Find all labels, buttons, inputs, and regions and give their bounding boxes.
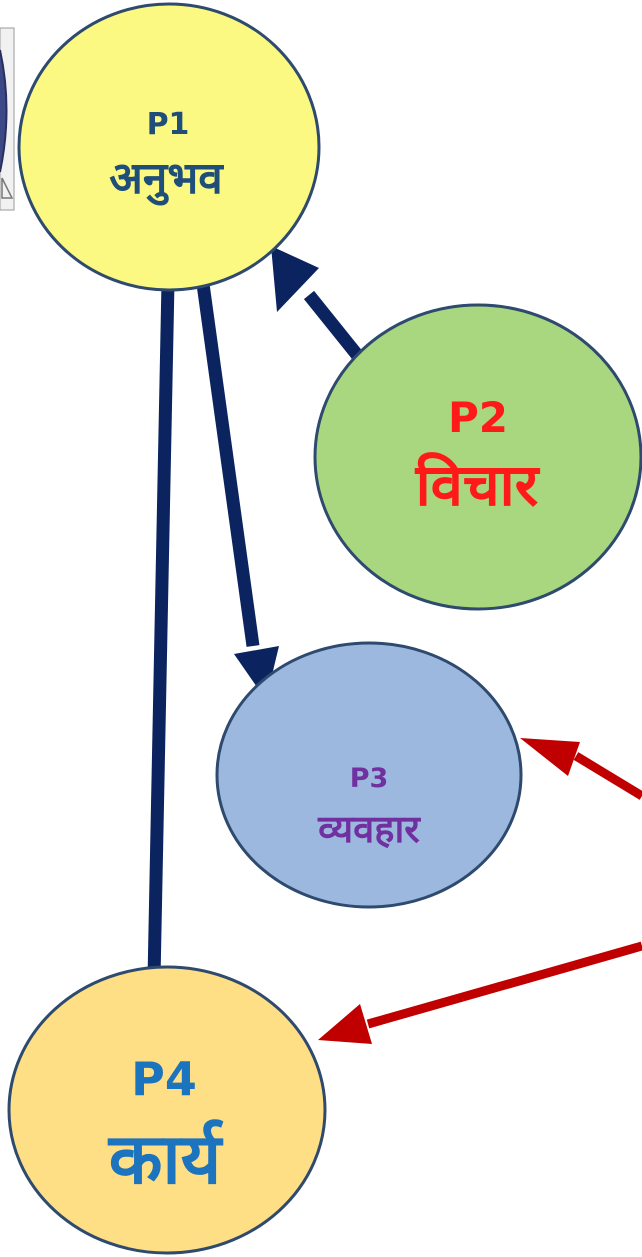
node-p2-label: विचार — [415, 451, 541, 519]
node-p1-code: P1 — [147, 107, 190, 142]
edge-offscreen-to-p4-line — [366, 941, 642, 1029]
node-p3-code: P3 — [350, 763, 389, 794]
node-p4-label: कार्य — [107, 1118, 224, 1200]
edge-p2-to-p1-line — [303, 290, 364, 361]
logo-fragment — [0, 27, 15, 211]
node-p3: P3 व्यवहार — [215, 641, 523, 909]
node-p4: P4 कार्य — [7, 965, 327, 1255]
node-p2: P2 विचार — [313, 303, 642, 611]
edge-p2-to-p1 — [271, 246, 364, 361]
edge-p2-to-p1-arrowhead — [271, 246, 319, 312]
edge-offscreen-to-p3-arrowhead — [520, 738, 580, 776]
edge-offscreen-to-p3 — [520, 738, 642, 800]
edge-p1-to-p3-line — [196, 283, 260, 647]
node-p3-label: व्यवहार — [317, 807, 421, 851]
edge-offscreen-to-p4 — [318, 941, 642, 1044]
edge-offscreen-to-p4-arrowhead — [318, 1004, 372, 1044]
node-p1-label: अनुभव — [109, 153, 224, 206]
node-p1: P1 अनुभव — [17, 2, 321, 292]
edge-offscreen-to-p3-line — [573, 752, 642, 800]
edge-p1-to-p3 — [196, 283, 279, 700]
node-p2-code: P2 — [448, 393, 508, 442]
node-p4-code: P4 — [131, 1052, 197, 1106]
